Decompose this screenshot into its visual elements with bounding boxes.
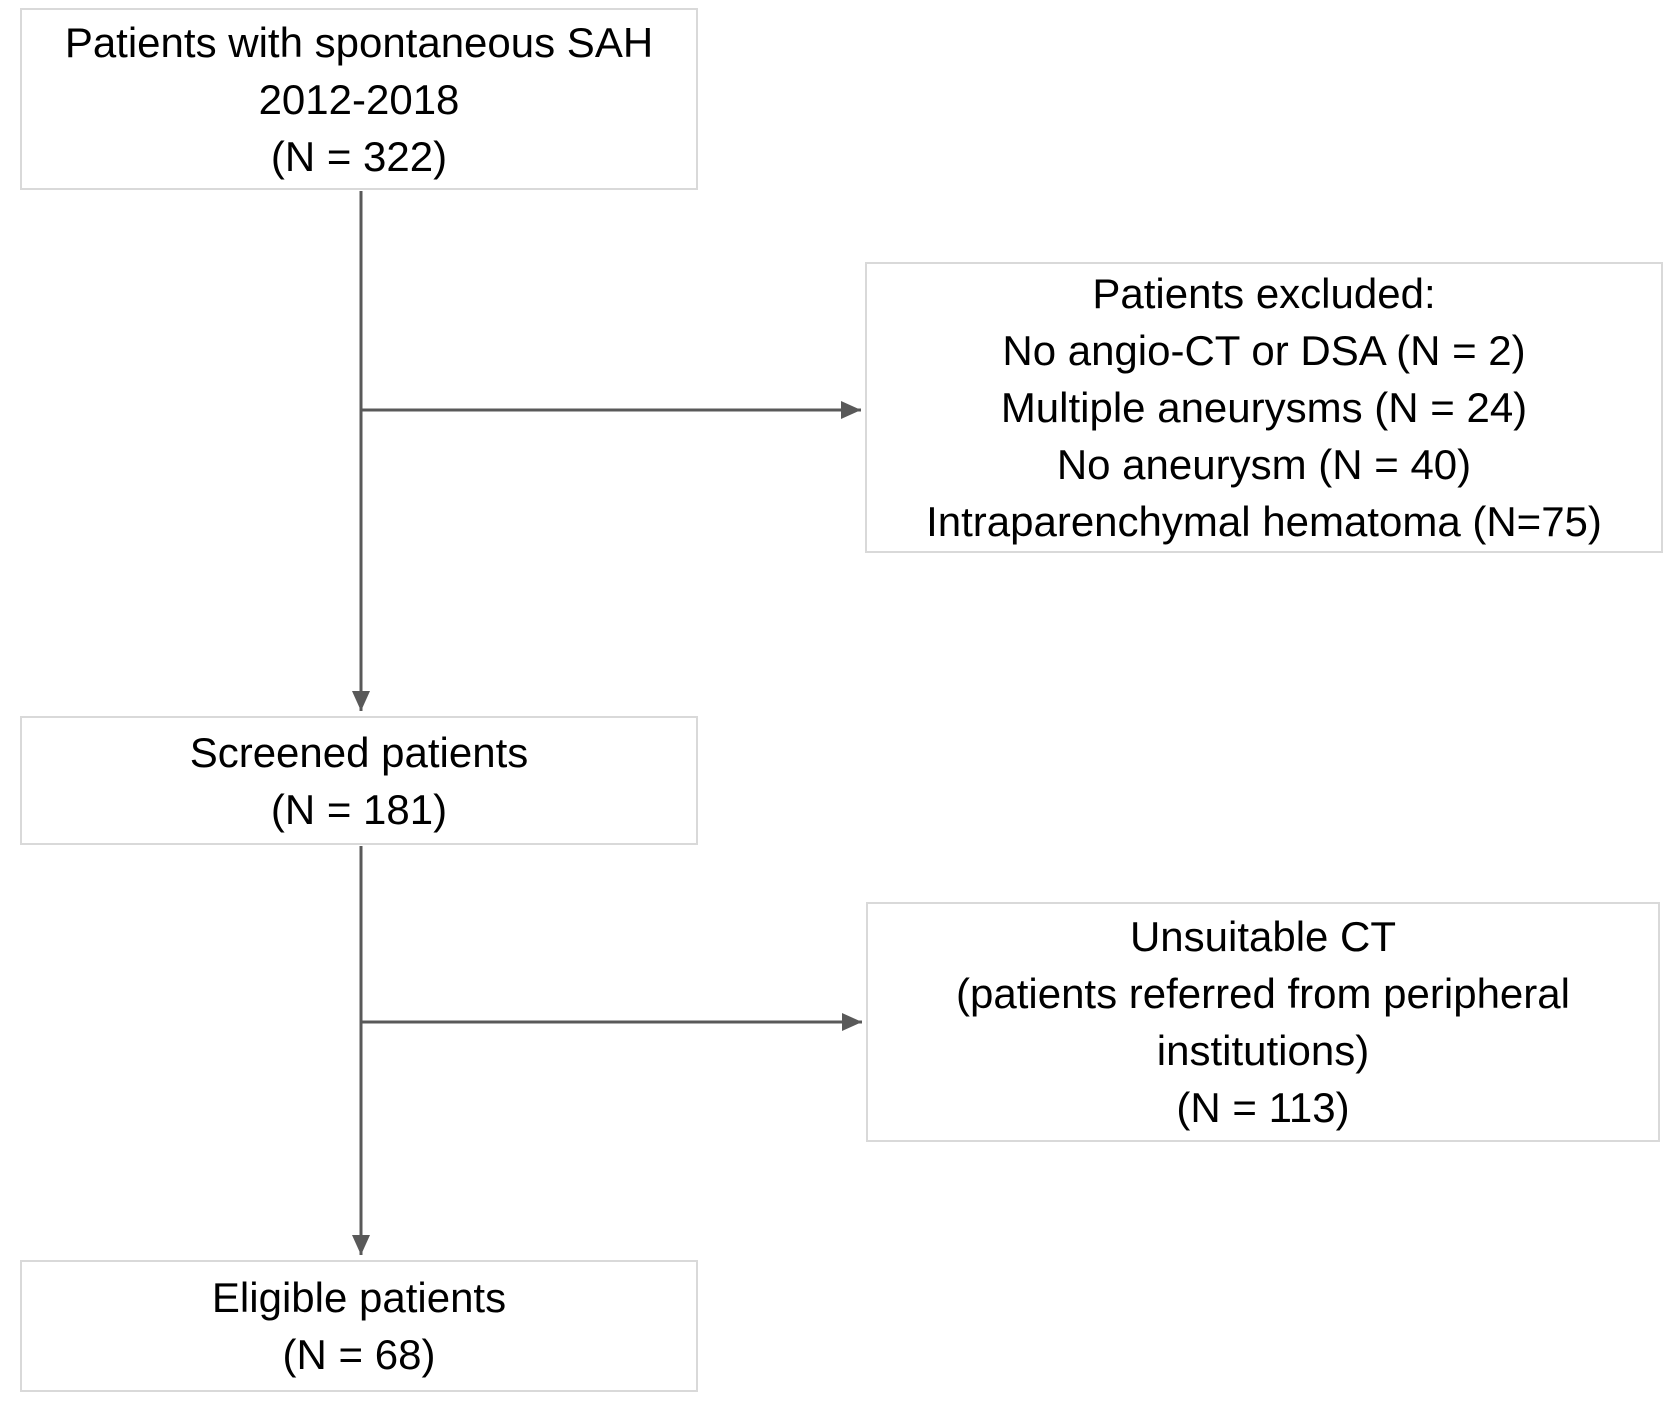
node-patients-excluded: Patients excluded: No angio-CT or DSA (N… — [865, 262, 1663, 553]
node-text-line: Unsuitable CT — [1129, 913, 1397, 960]
node-text-line: No angio-CT or DSA (N = 2) — [1002, 327, 1526, 374]
node-screened-patients: Screened patients (N = 181) — [20, 716, 698, 845]
node-text-line: (N = 181) — [270, 785, 448, 833]
node-text-line: Patients excluded: — [1092, 270, 1436, 317]
node-text-line: institutions) — [1156, 1027, 1370, 1074]
node-text-line: (N = 68) — [282, 1331, 436, 1378]
node-text-line: 2012-2018 — [258, 75, 460, 123]
node-text-line: (N = 113) — [1176, 1084, 1350, 1131]
node-text-line: (patients referred from peripheral — [956, 970, 1570, 1017]
node-text-line: Patients with spontaneous SAH — [64, 18, 654, 66]
node-text-line: Intraparenchymal hematoma (N=75) — [926, 498, 1602, 545]
node-text-line: Screened patients — [189, 728, 529, 776]
node-text-line: Multiple aneurysms (N = 24) — [1000, 384, 1528, 431]
node-patients-sah: Patients with spontaneous SAH 2012-2018 … — [20, 8, 698, 190]
node-eligible-patients: Eligible patients (N = 68) — [20, 1260, 698, 1392]
node-text-line: No aneurysm (N = 40) — [1056, 441, 1472, 488]
node-text-line: Eligible patients — [211, 1274, 507, 1321]
node-text-line: (N = 322) — [270, 132, 448, 180]
node-unsuitable-ct: Unsuitable CT (patients referred from pe… — [866, 902, 1660, 1142]
